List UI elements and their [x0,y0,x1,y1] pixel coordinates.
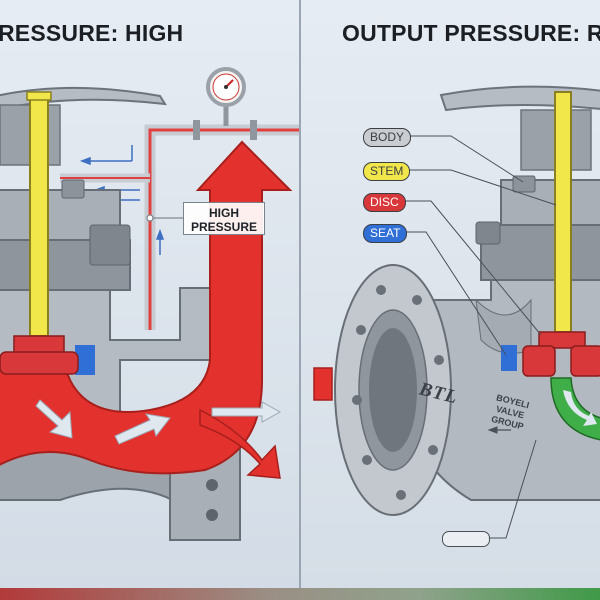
high-pressure-label-line1: HIGH [209,206,239,220]
left-valve-illustration [0,67,299,541]
right-valve-illustration [313,85,600,539]
handwheel-icon [439,85,600,171]
left-panel-title: RESSURE: HIGH [0,20,184,46]
disc-part [522,331,600,377]
high-pressure-label-line2: PRESSURE [190,220,258,234]
callout-body: BODY [363,128,412,147]
high-pressure-panel: RESSURE: HIGH HIGH PRESSURE [0,0,299,588]
stem-part [26,91,52,337]
high-pressure-label: HIGH PRESSURE [183,202,265,235]
stem-part [554,91,572,333]
output-pressure-panel: OUTPUT PRESSURE: RE BODY STEM DISC SEAT … [301,0,600,588]
seat-part [75,345,95,375]
handwheel-icon [0,86,167,166]
right-panel-title: OUTPUT PRESSURE: RE [342,20,600,46]
callout-disc: DISC [363,193,406,212]
callout-stem: STEM [363,162,411,181]
callout-seat: SEAT [363,224,408,243]
seat-part [501,345,517,371]
disc-part [0,335,79,375]
bottom-color-bar [0,588,600,600]
panel-divider [299,0,301,588]
inlet-marker [313,367,333,401]
valve-body [334,175,600,516]
pressure-gauge-icon [206,67,246,107]
pressure-pipe [60,104,299,330]
empty-callout [442,531,490,547]
